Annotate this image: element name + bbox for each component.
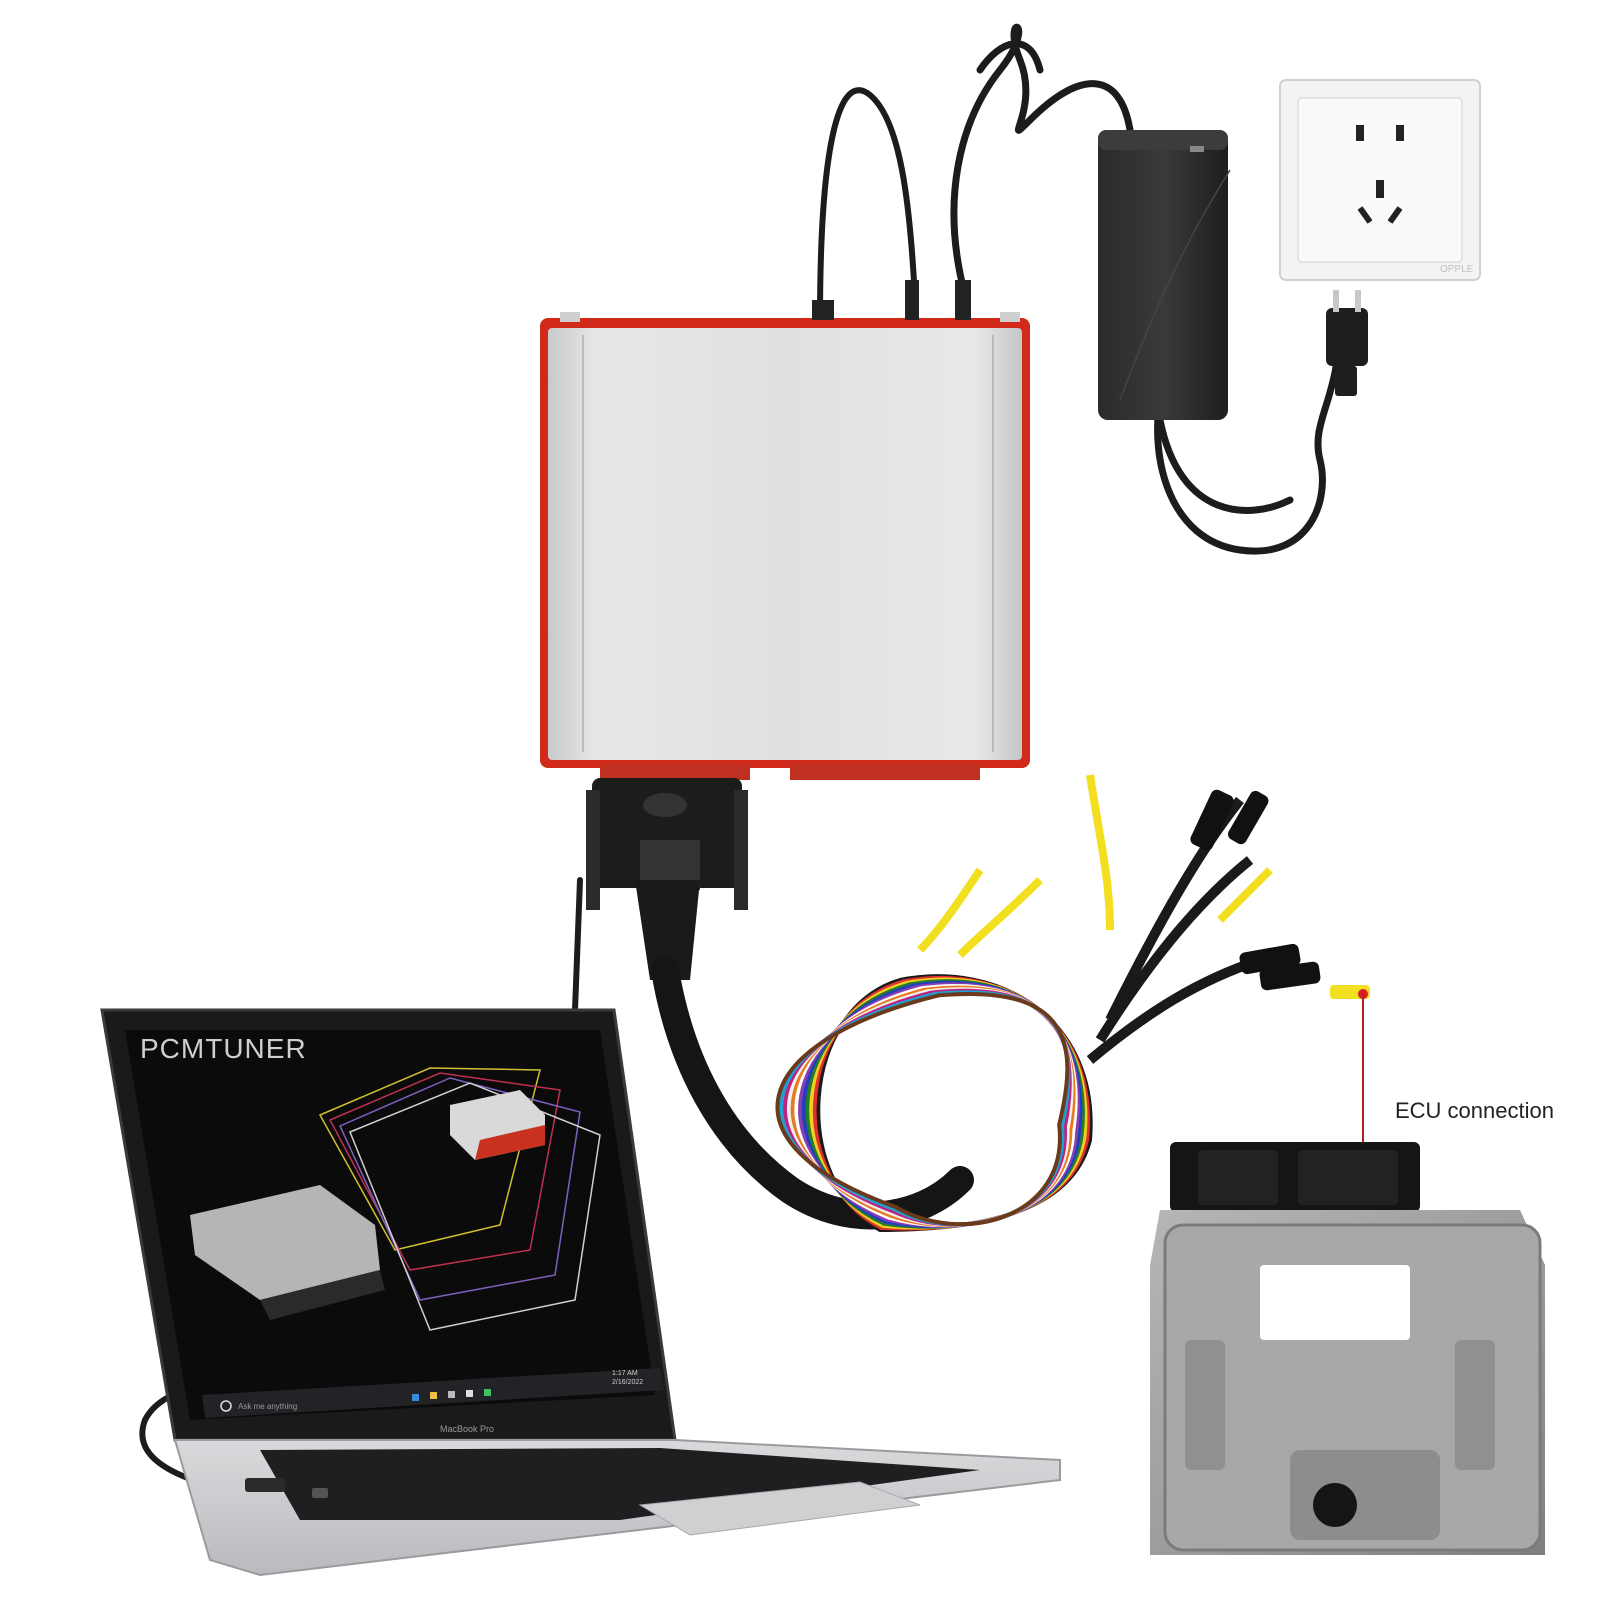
laptop: PCMTUNER Ask me anything 1:17 AM 2/16/20… [100,1008,1061,1577]
socket-brand: OPPLE [1440,264,1474,275]
taskbar-search: Ask me anything [238,1402,297,1411]
windows-icon [220,1400,232,1412]
usb-port [245,1478,285,1492]
laptop-model: MacBook Pro [440,1424,494,1434]
ecu-connection-label: ECU connection [1395,1098,1554,1123]
braided-cable [651,956,974,1230]
wire-harness [775,974,1093,1232]
clock-time: 1:17 AM [612,1370,638,1377]
edge-icon [412,1394,419,1401]
pcmtuner-device [540,280,1030,780]
app-icon [484,1389,491,1396]
mail-icon [466,1390,473,1397]
power-adapter [1098,130,1231,420]
ecu-annotation [1358,989,1368,1150]
wall-socket: OPPLE [1279,79,1481,281]
ecu-unit [1150,1142,1545,1555]
alligator-clips [917,774,1370,1064]
pcmtuner-title: PCMTUNER [140,1033,307,1064]
wire-11 [775,992,1070,1227]
power-cable [950,23,1344,555]
store-icon [448,1391,455,1398]
clock-date: 2/16/2022 [612,1379,643,1386]
db25-connector [586,778,748,980]
power-plug [1326,290,1368,396]
folder-icon [430,1392,437,1399]
